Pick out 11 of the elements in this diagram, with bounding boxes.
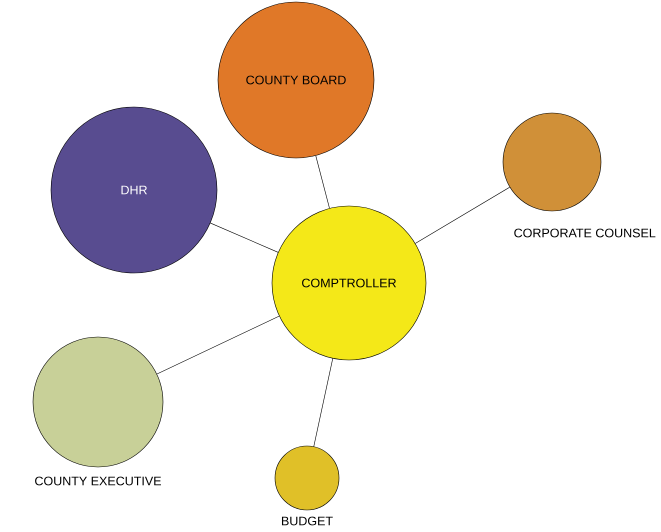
connector-line: [314, 358, 334, 447]
node-label: BUDGET: [282, 516, 333, 526]
connector-line: [156, 316, 280, 374]
connector-line: [210, 222, 278, 253]
circle-node: COMPTROLLER: [272, 206, 426, 360]
node-label: CORPORATE COUNSEL: [514, 228, 656, 238]
connector-line: [415, 186, 510, 244]
connector-line: [315, 155, 330, 208]
node-label: COUNTY EXECUTIVE: [35, 476, 161, 486]
circle-node: DHR: [50, 106, 218, 274]
circle-node: COUNTY BOARD: [218, 2, 374, 158]
